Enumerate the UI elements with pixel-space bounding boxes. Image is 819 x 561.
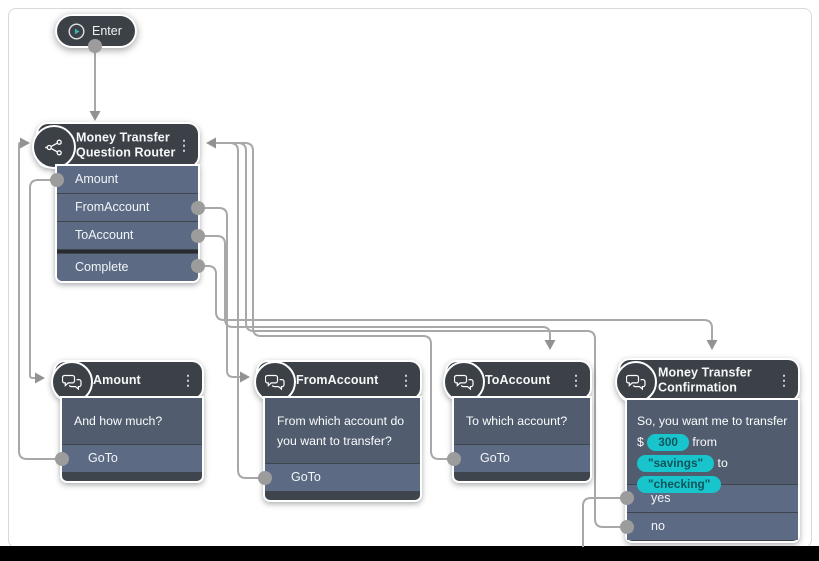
confirmation-no-row[interactable]: no	[627, 513, 798, 540]
router-row-complete[interactable]: Complete	[57, 254, 198, 281]
message-text-fragment: So, you want me to transfer	[637, 414, 788, 428]
wire-confirmation-no-to-router[interactable]	[215, 142, 627, 528]
message-text-fragment: to	[714, 456, 728, 470]
wire-router-complete-to-confirmation-node[interactable]	[198, 265, 713, 342]
enter-label: Enter	[92, 24, 122, 38]
fromaccount-node-title: FromAccount	[296, 372, 379, 387]
fromaccount-node-header[interactable]: FromAccount ⋮	[254, 361, 420, 403]
bottom-black-bar	[0, 546, 819, 561]
confirmation-node[interactable]: Money Transfer Confirmation ⋮ So, you wa…	[615, 360, 798, 541]
toaccount-node-body: To which account? GoTo	[454, 398, 590, 481]
chat-bubbles-icon	[265, 374, 285, 390]
confirmation-node-header[interactable]: Money Transfer Confirmation ⋮	[615, 360, 798, 403]
fromaccount-question-text: From which account do you want to transf…	[265, 398, 420, 463]
message-text-fragment: $	[637, 435, 648, 449]
amount-icon-bulge	[51, 361, 93, 403]
confirmation-node-body: So, you want me to transfer $ 300 from "s…	[627, 400, 798, 541]
router-row-amount[interactable]: Amount	[57, 166, 198, 193]
wire-confirmation-yes-down[interactable]	[582, 497, 627, 547]
slot-value-pill[interactable]: "savings"	[637, 455, 715, 472]
toaccount-question-text: To which account?	[454, 398, 590, 444]
amount-goto-row[interactable]: GoTo	[62, 445, 202, 472]
route-split-icon	[44, 139, 62, 155]
wire-fromaccount-goto-to-router[interactable]	[215, 142, 265, 479]
toaccount-icon-bulge	[443, 361, 485, 403]
confirmation-message-text: So, you want me to transfer $ 300 from "s…	[627, 400, 798, 493]
fromaccount-icon-bulge	[254, 361, 296, 403]
toaccount-node-title: ToAccount	[485, 372, 551, 387]
amount-node-title: Amount	[93, 372, 141, 387]
toaccount-node-header[interactable]: ToAccount ⋮	[443, 361, 590, 403]
router-output-rows: Amount FromAccount ToAccount Complete	[57, 166, 198, 281]
fromaccount-node-body: From which account do you want to transf…	[265, 398, 420, 500]
router-row-separator	[57, 250, 198, 253]
fromaccount-goto-row[interactable]: GoTo	[265, 464, 420, 491]
toaccount-goto-row[interactable]: GoTo	[454, 445, 590, 472]
wire-router-amount-to-amount-node[interactable]	[29, 179, 57, 379]
router-icon-bulge	[32, 125, 76, 169]
kebab-menu-icon[interactable]: ⋮	[777, 372, 791, 388]
chat-bubbles-icon	[62, 374, 82, 390]
kebab-menu-icon[interactable]: ⋮	[569, 372, 583, 388]
wire-toaccount-goto-to-router[interactable]	[215, 142, 454, 460]
router-row-fromaccount[interactable]: FromAccount	[57, 194, 198, 221]
router-node[interactable]: Money Transfer Question Router ⋮ Amount …	[32, 124, 198, 281]
wire-amount-goto-to-router[interactable]	[18, 142, 62, 460]
router-row-toaccount[interactable]: ToAccount	[57, 222, 198, 249]
kebab-menu-icon[interactable]: ⋮	[181, 372, 195, 388]
chat-bubbles-icon	[626, 374, 646, 390]
confirmation-icon-bulge	[615, 361, 657, 403]
amount-node-header[interactable]: Amount ⋮	[51, 361, 202, 403]
wire-router-fromaccount-to-fromaccount-node[interactable]	[198, 207, 240, 378]
amount-node[interactable]: Amount ⋮ And how much? GoTo	[51, 361, 202, 481]
router-node-title: Money Transfer Question Router	[76, 130, 176, 160]
slot-value-pill[interactable]: "checking"	[637, 476, 722, 493]
toaccount-node[interactable]: ToAccount ⋮ To which account? GoTo	[443, 361, 590, 481]
kebab-menu-icon[interactable]: ⋮	[399, 372, 413, 388]
amount-question-text: And how much?	[62, 398, 202, 444]
fromaccount-node[interactable]: FromAccount ⋮ From which account do you …	[254, 361, 420, 500]
confirmation-node-title: Money Transfer Confirmation	[658, 365, 752, 395]
wire-router-toaccount-to-toaccount-node[interactable]	[198, 235, 551, 342]
kebab-menu-icon[interactable]: ⋮	[177, 137, 191, 153]
amount-node-body: And how much? GoTo	[62, 398, 202, 481]
chat-bubbles-icon	[454, 374, 474, 390]
play-icon	[68, 22, 85, 40]
slot-value-pill[interactable]: 300	[647, 434, 689, 451]
router-node-header[interactable]: Money Transfer Question Router ⋮	[32, 124, 198, 169]
message-text-fragment: from	[688, 435, 717, 449]
enter-start-node[interactable]: Enter	[57, 16, 135, 46]
